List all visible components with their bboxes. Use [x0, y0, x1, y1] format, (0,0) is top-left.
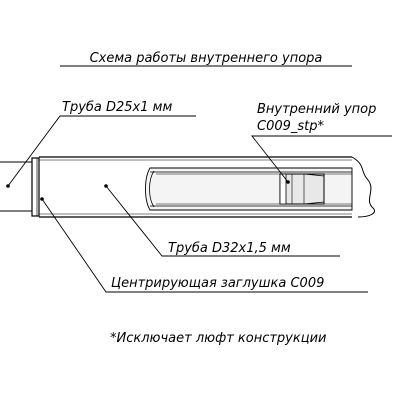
leader-inner-stop — [251, 135, 392, 183]
leader-lines — [7, 115, 392, 293]
label-outer-pipe: Труба D32x1,5 мм — [168, 241, 291, 256]
inner-stop — [279, 173, 325, 205]
diagram-title: Схема работы внутреннего упора — [90, 51, 323, 66]
label-inner-pipe: Труба D25x1 мм — [62, 100, 172, 115]
leader-plug — [41, 198, 368, 293]
leader-outer-pipe — [105, 185, 340, 257]
leader-inner-pipe — [7, 115, 196, 187]
centering-plug — [31, 157, 44, 217]
label-centering-plug: Центрирующая заглушка С009 — [111, 276, 324, 291]
label-inner-stop-code: C009_stp* — [257, 119, 325, 134]
label-inner-stop-name: Внутренний упор — [257, 102, 376, 117]
footnote: *Исключает люфт конструкции — [110, 331, 326, 346]
